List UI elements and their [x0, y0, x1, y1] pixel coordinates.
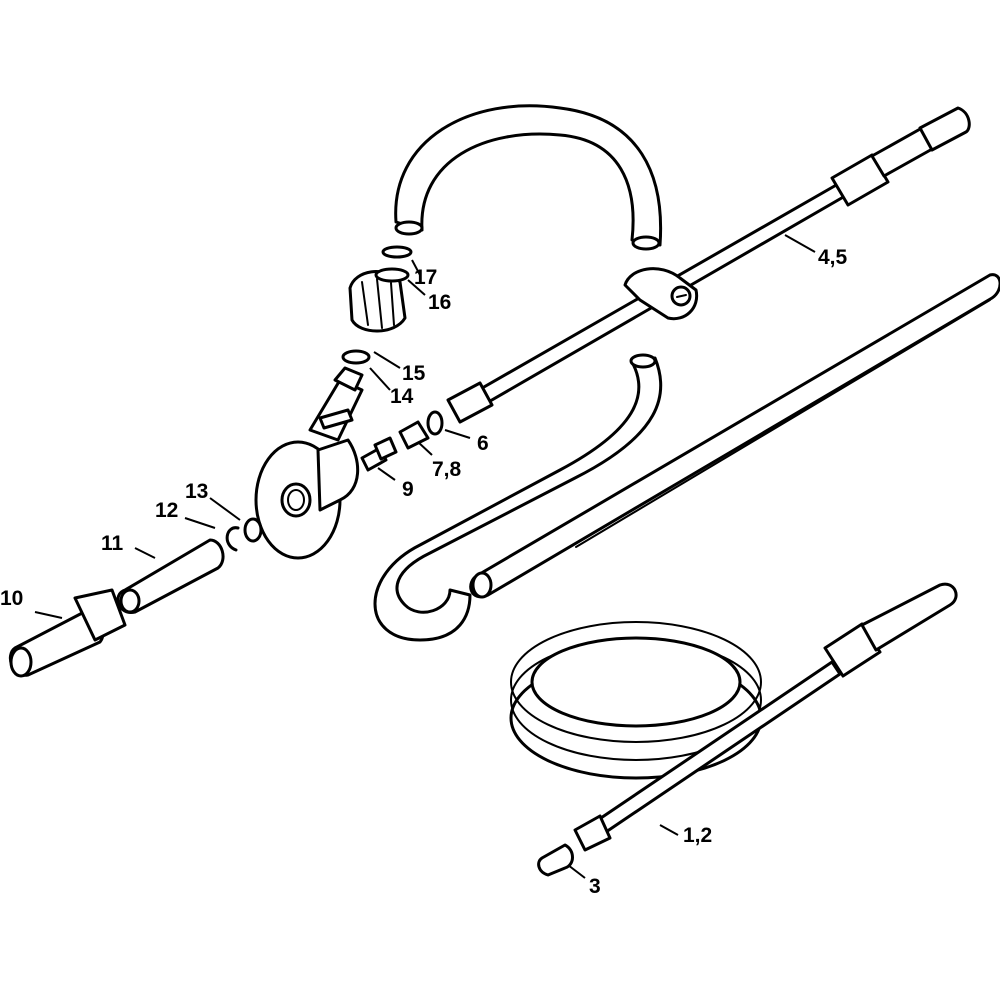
callout-15: 15: [402, 362, 426, 385]
o-ring-13: [243, 517, 263, 543]
nozzle-10: [9, 588, 127, 678]
callout-7-8: 7,8: [432, 458, 462, 481]
adjusting-knob: [348, 270, 407, 333]
snap-ring-17: [381, 245, 413, 259]
spray-guard: [254, 366, 364, 560]
nozzle-insert: [398, 420, 430, 450]
nipple-fitting: [426, 410, 444, 436]
retaining-ring-16: [374, 267, 410, 283]
callout-3: 3: [589, 875, 601, 898]
coiled-hose: [509, 582, 958, 852]
circlip-12: [225, 526, 240, 552]
callout-16: 16: [428, 291, 451, 314]
callout-10: 10: [0, 587, 23, 610]
callout-9: 9: [402, 478, 414, 501]
curved-hose-upper: [394, 104, 663, 251]
leader-lines: [34, 234, 816, 879]
callout-14: 14: [390, 385, 414, 408]
lance-rod: [446, 106, 971, 424]
callout-11: 11: [101, 532, 124, 555]
screw-part: [360, 436, 398, 472]
callout-13: 13: [185, 480, 208, 503]
callout-6: 6: [477, 432, 489, 455]
callout-4-5: 4,5: [818, 246, 848, 269]
callout-1-2: 1,2: [683, 824, 712, 847]
o-ring-14: [341, 349, 371, 365]
sleeve-11: [116, 538, 225, 614]
wand-tube: [469, 273, 1000, 599]
callout-17: 17: [414, 266, 437, 289]
callout-12: 12: [155, 499, 178, 522]
cap-part: [537, 843, 574, 877]
curved-hose-lower: [373, 353, 663, 642]
